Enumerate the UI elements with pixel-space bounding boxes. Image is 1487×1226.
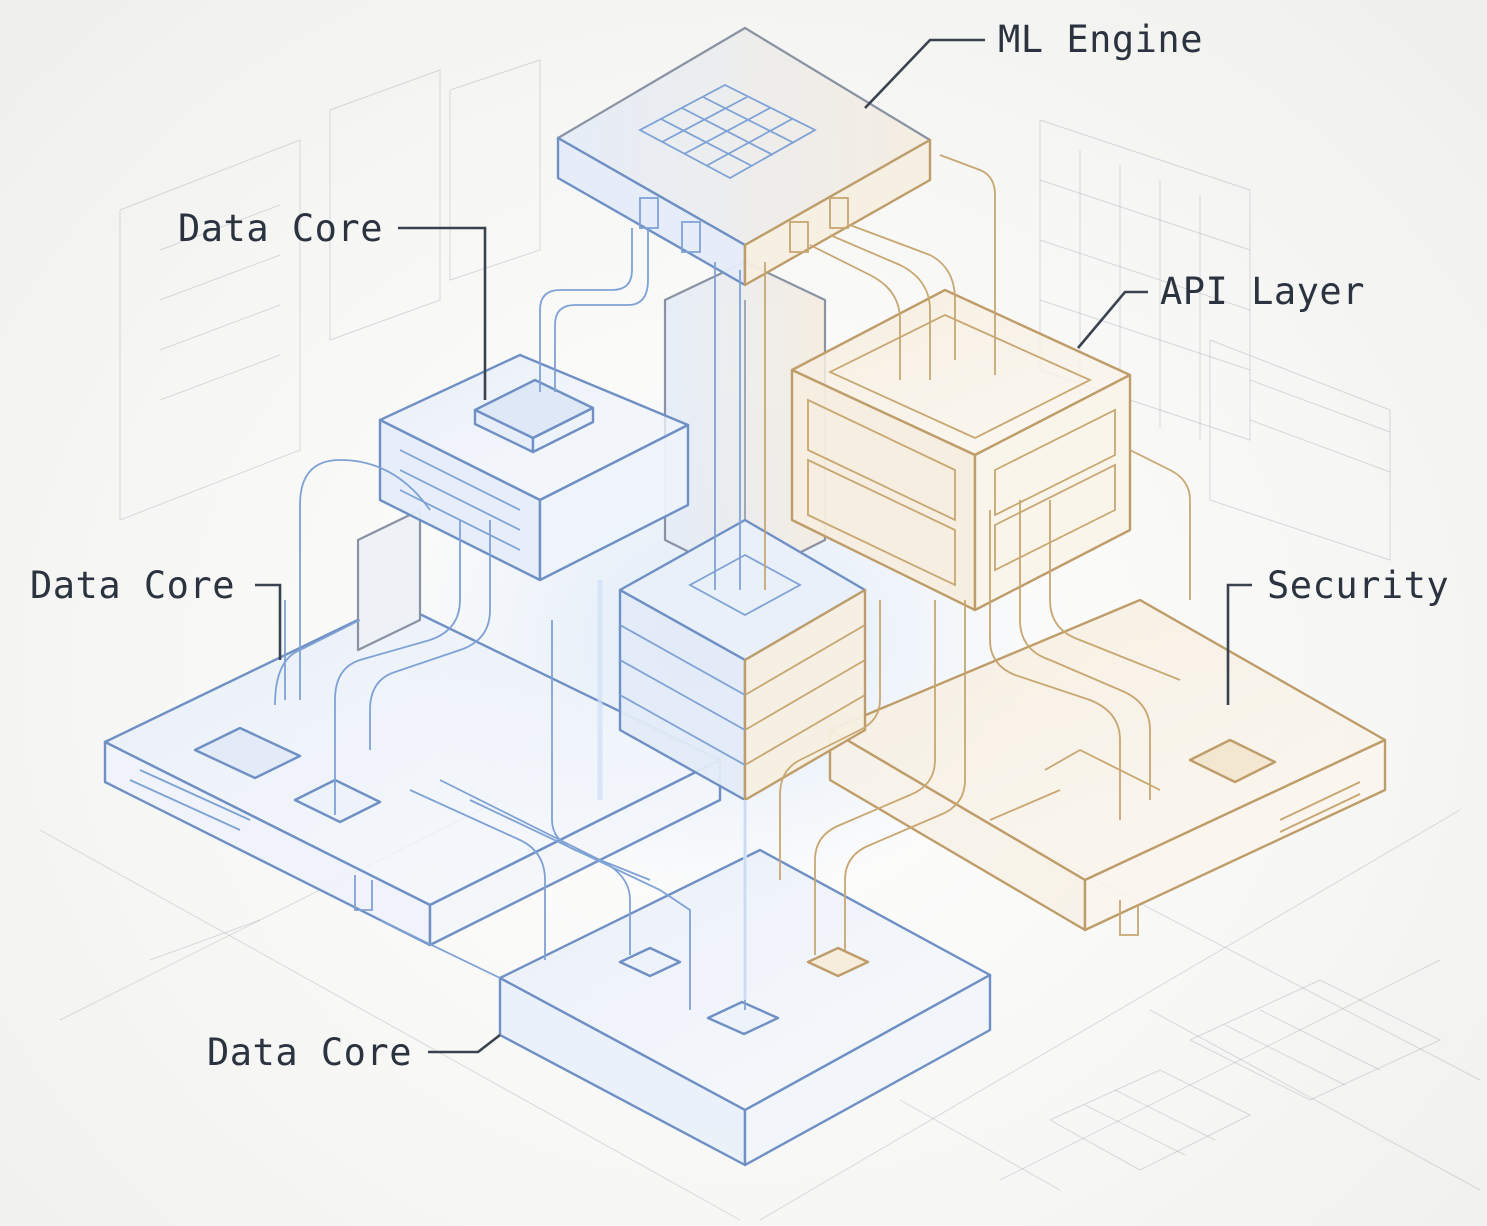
label-data-core-top: Data Core [178, 207, 383, 250]
api-layer-box [790, 288, 1132, 612]
label-ml-engine: ML Engine [998, 18, 1203, 61]
leader-data-core-bottom [428, 1033, 501, 1054]
leader-data-core-top [398, 226, 487, 400]
label-data-core-bottom: Data Core [207, 1031, 412, 1074]
right-platform [828, 598, 1387, 936]
label-data-core-left: Data Core [30, 564, 235, 607]
ml-engine-box [556, 26, 932, 287]
labels: ML Engine Data Core API Layer Data Core … [30, 18, 1449, 1074]
server-stack [618, 518, 867, 802]
leader-api-layer [1077, 290, 1148, 349]
background-sketch-lines [39, 59, 1481, 1221]
leader-data-core-left [255, 583, 282, 660]
left-platform [103, 600, 722, 947]
connection-cables [274, 154, 1191, 1010]
label-security: Security [1267, 564, 1449, 607]
label-leader-lines [255, 38, 1252, 1054]
data-core-top-box [356, 353, 690, 652]
leader-security [1226, 583, 1252, 705]
label-api-layer: API Layer [1160, 270, 1365, 313]
leader-ml-engine [864, 38, 985, 109]
